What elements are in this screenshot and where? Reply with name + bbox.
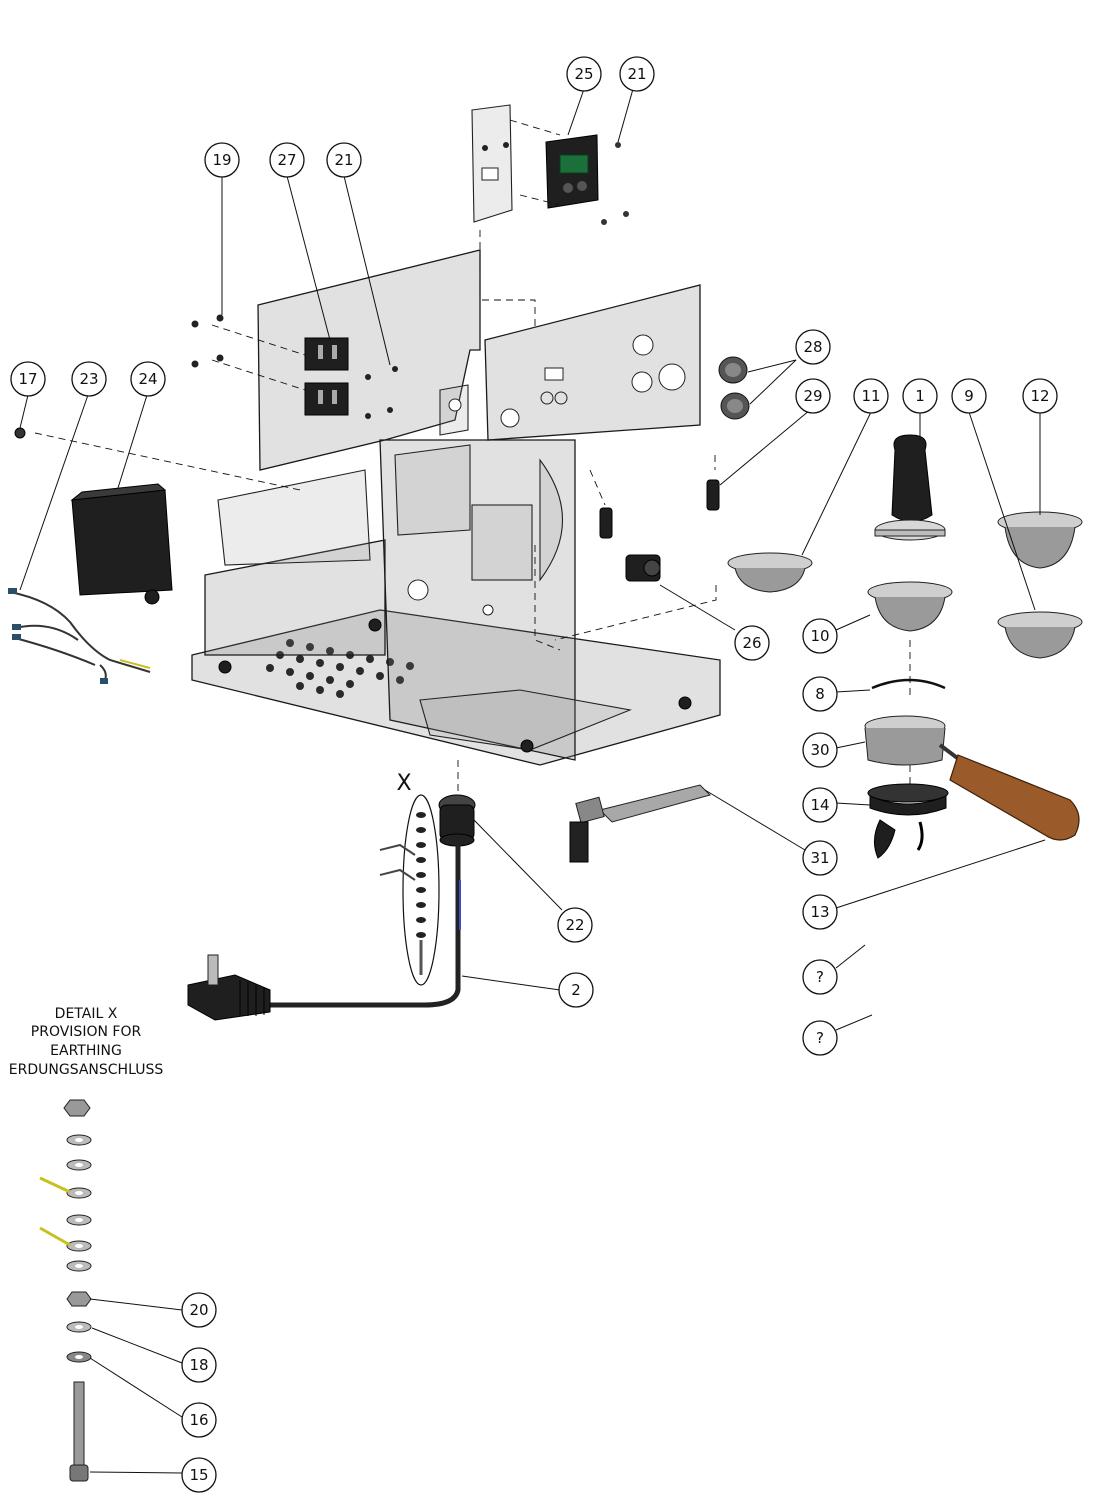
svg-text:26: 26 xyxy=(742,634,761,652)
svg-text:22: 22 xyxy=(565,916,584,934)
callout-29: 29 xyxy=(795,378,831,414)
callout-21-top: 21 xyxy=(619,56,655,92)
svg-text:30: 30 xyxy=(810,741,829,759)
push-switch-part xyxy=(625,554,661,582)
callout-24: 24 xyxy=(130,361,166,397)
steam-wand-part xyxy=(569,784,711,863)
rotary-knob-part xyxy=(718,356,750,420)
svg-text:16: 16 xyxy=(189,1411,208,1429)
detail-x-title: DETAIL X PROVISION FOR EARTHING ERDUNGSA… xyxy=(9,1006,164,1078)
callout-17: 17 xyxy=(10,361,46,397)
switch-relay-part xyxy=(304,337,349,416)
callout-21-mid: 21 xyxy=(326,142,362,178)
callout-18: 18 xyxy=(181,1347,217,1383)
callout-14: 14 xyxy=(802,787,838,823)
svg-text:?: ? xyxy=(816,968,824,986)
svg-text:21: 21 xyxy=(627,65,646,83)
svg-text:31: 31 xyxy=(810,849,829,867)
svg-text:1: 1 xyxy=(915,387,925,405)
svg-text:19: 19 xyxy=(212,151,231,169)
svg-text:2: 2 xyxy=(571,981,581,999)
detail-title-line-1: DETAIL X xyxy=(55,1006,118,1022)
callout-20: 20 xyxy=(181,1292,217,1328)
svg-text:23: 23 xyxy=(79,370,98,388)
screw-part xyxy=(14,427,26,439)
callout-31: 31 xyxy=(802,840,838,876)
svg-text:24: 24 xyxy=(138,370,157,388)
svg-text:17: 17 xyxy=(18,370,37,388)
callout-unknown-1: ? xyxy=(802,959,838,995)
display-bracket xyxy=(471,104,513,223)
svg-text:27: 27 xyxy=(277,151,296,169)
detail-x-group: X xyxy=(379,771,440,986)
callout-11: 11 xyxy=(853,378,889,414)
machine-frame xyxy=(191,249,721,766)
callout-12: 12 xyxy=(1022,378,1058,414)
callout-25: 25 xyxy=(566,56,602,92)
svg-text:?: ? xyxy=(816,1029,824,1047)
detail-title-line-3: EARTHING xyxy=(50,1043,122,1059)
callout-unknown-2: ? xyxy=(802,1020,838,1056)
svg-text:25: 25 xyxy=(574,65,593,83)
portafilter-part xyxy=(864,715,1080,841)
svg-text:28: 28 xyxy=(803,338,822,356)
svg-text:18: 18 xyxy=(189,1356,208,1374)
svg-text:12: 12 xyxy=(1030,387,1049,405)
callout-22: 22 xyxy=(557,907,593,943)
callout-15: 15 xyxy=(181,1457,217,1493)
callout-8: 8 xyxy=(802,676,838,712)
svg-text:9: 9 xyxy=(964,387,974,405)
svg-text:10: 10 xyxy=(810,627,829,645)
callout-28: 28 xyxy=(795,329,831,365)
svg-text:11: 11 xyxy=(861,387,880,405)
callout-26: 26 xyxy=(734,625,770,661)
spring-clip-part xyxy=(871,678,946,690)
svg-text:21: 21 xyxy=(334,151,353,169)
indicator-lamp-part xyxy=(599,479,720,539)
callout-16: 16 xyxy=(181,1402,217,1438)
cable-gland-part xyxy=(438,794,476,847)
callout-1: 1 xyxy=(902,378,938,414)
callout-30: 30 xyxy=(802,732,838,768)
wiring-harness-part xyxy=(9,591,151,681)
callout-2: 2 xyxy=(558,972,594,1008)
svg-text:15: 15 xyxy=(189,1466,208,1484)
svg-text:20: 20 xyxy=(189,1301,208,1319)
callout-19: 19 xyxy=(204,142,240,178)
svg-text:14: 14 xyxy=(810,796,829,814)
detail-marker-label: X xyxy=(396,771,411,796)
callout-13: 13 xyxy=(802,894,838,930)
svg-text:8: 8 xyxy=(815,685,825,703)
display-module-part xyxy=(545,134,599,209)
leader-lines xyxy=(19,88,1046,1474)
callout-9: 9 xyxy=(951,378,987,414)
electronics-box-part xyxy=(70,483,173,605)
detail-title-line-2: PROVISION FOR xyxy=(31,1024,142,1040)
callout-10: 10 xyxy=(802,618,838,654)
svg-text:29: 29 xyxy=(803,387,822,405)
earthing-stack xyxy=(39,1099,92,1482)
callout-23: 23 xyxy=(71,361,107,397)
tamper-part xyxy=(874,434,946,541)
detail-title-line-4: ERDUNGSANSCHLUSS xyxy=(9,1062,164,1078)
spout-part xyxy=(867,783,949,859)
power-cord-part xyxy=(187,845,461,1021)
svg-text:13: 13 xyxy=(810,903,829,921)
callout-27: 27 xyxy=(269,142,305,178)
